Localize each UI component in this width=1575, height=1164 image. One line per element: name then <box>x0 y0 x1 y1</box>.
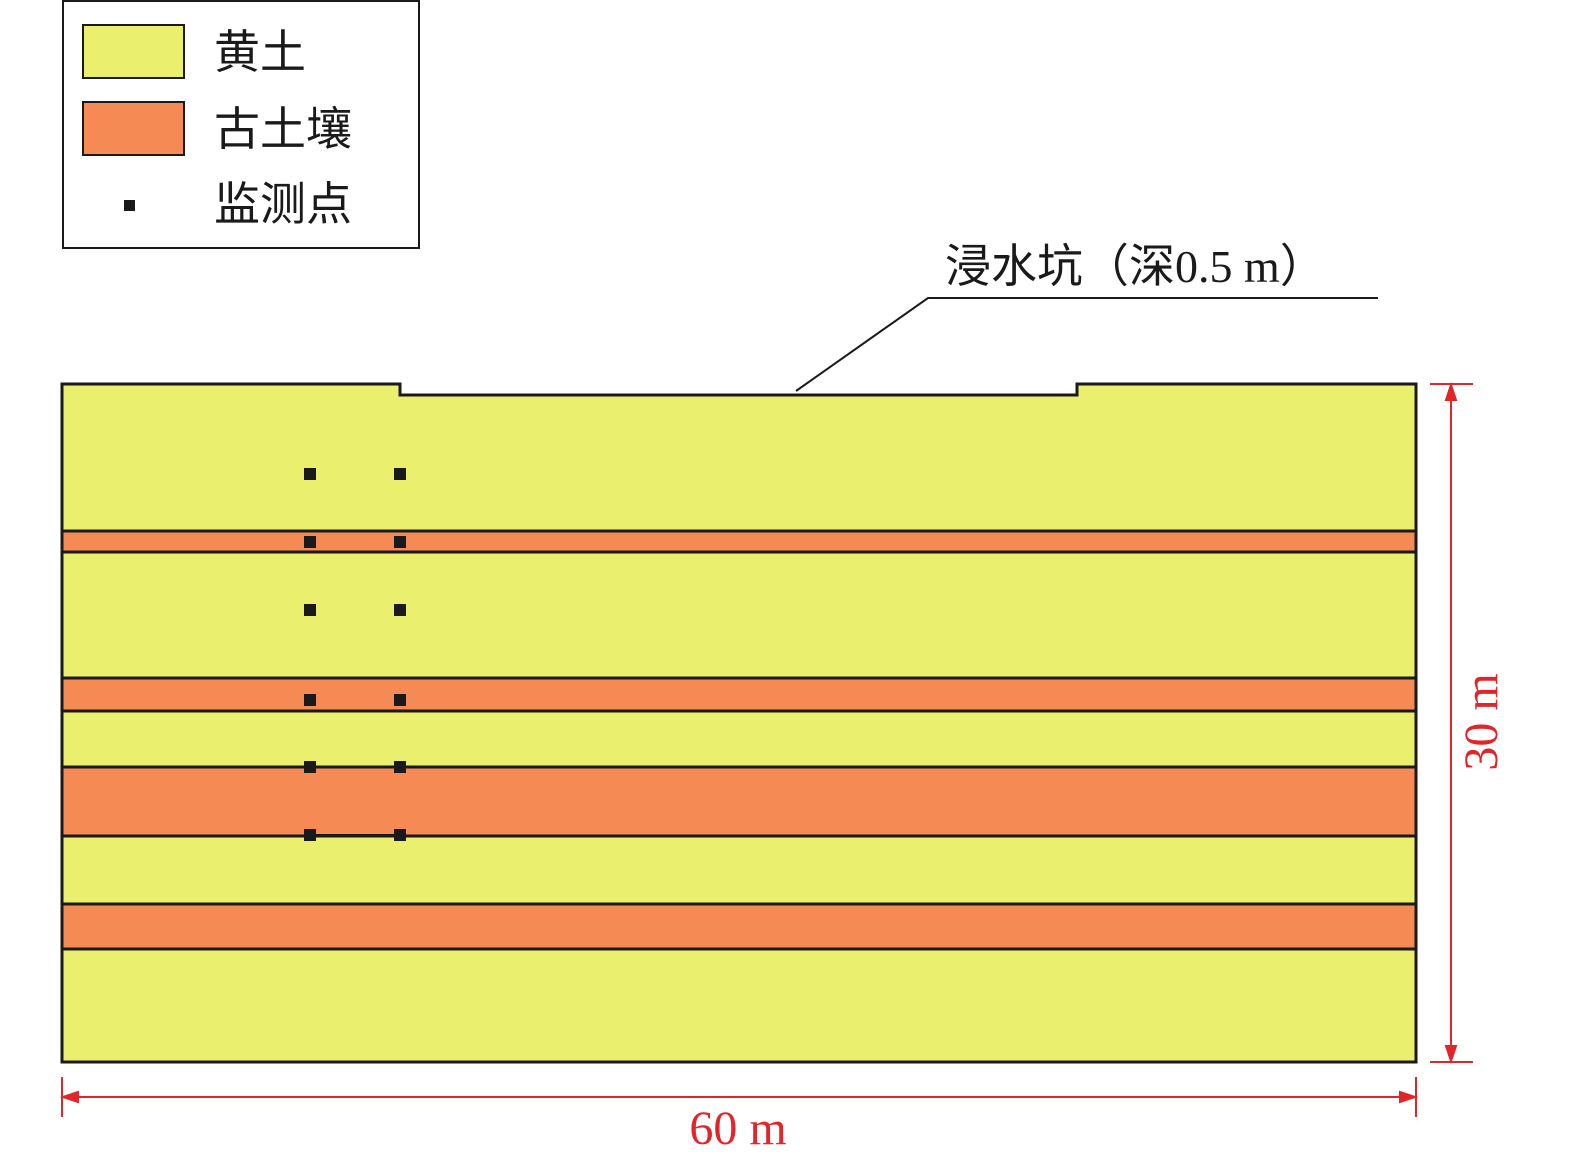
arrow-down-icon <box>1444 1045 1458 1065</box>
soak-pit <box>401 384 1076 394</box>
pit-label: 浸水坑（深0.5 m） <box>945 241 1326 292</box>
paleosol-layer <box>63 904 1415 949</box>
monitoring-point <box>394 829 406 841</box>
arrow-up-icon <box>1444 381 1458 401</box>
legend-label-loess: 黄土 <box>214 27 306 78</box>
monitoring-point <box>304 468 316 480</box>
monitoring-point <box>304 536 316 548</box>
monitoring-point <box>394 761 406 773</box>
width-label: 60 m <box>689 1102 786 1155</box>
pit-leader-line <box>795 297 1378 392</box>
loess-layer <box>63 949 1415 1062</box>
arrow-right-icon <box>1399 1090 1419 1104</box>
soil-layers <box>60 382 1418 1064</box>
paleosol-layer <box>63 678 1415 711</box>
monitoring-point <box>394 468 406 480</box>
loess-swatch <box>82 24 185 79</box>
arrow-left-icon <box>59 1090 79 1104</box>
dimension-lines <box>59 381 1473 1117</box>
legend-label-paleosol: 古土壤 <box>214 104 352 155</box>
monitoring-point <box>394 536 406 548</box>
loess-layer <box>63 552 1415 678</box>
monitoring-point <box>394 604 406 616</box>
monitoring-point-icon <box>124 200 135 211</box>
paleosol-swatch <box>82 101 185 156</box>
legend: 黄土 古土壤 监测点 <box>62 0 420 249</box>
legend-label-monitoring-point: 监测点 <box>214 179 352 230</box>
layer-boundaries <box>63 529 1415 951</box>
monitoring-point <box>304 761 316 773</box>
loess-layer <box>63 385 1415 531</box>
paleosol-layer <box>63 767 1415 836</box>
monitoring-points <box>304 468 406 841</box>
height-label: 30 m <box>1455 673 1508 770</box>
loess-layer <box>63 836 1415 904</box>
monitoring-point <box>304 829 316 841</box>
monitoring-point <box>304 694 316 706</box>
monitoring-point <box>304 604 316 616</box>
monitoring-point <box>394 694 406 706</box>
loess-layer <box>63 711 1415 767</box>
paleosol-layer <box>63 531 1415 552</box>
